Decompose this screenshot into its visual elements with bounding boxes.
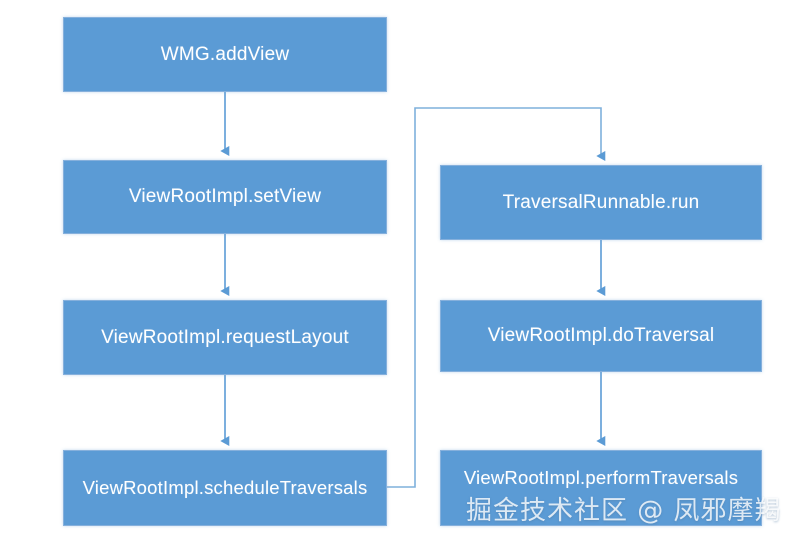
node-viewrootimpl-setview[interactable]: ViewRootImpl.setView: [63, 160, 387, 234]
node-viewrootimpl-scheduletraversals[interactable]: ViewRootImpl.scheduleTraversals: [63, 450, 387, 526]
node-wmg-addview[interactable]: WMG.addView: [63, 17, 387, 92]
node-label: ViewRootImpl.requestLayout: [101, 326, 349, 348]
node-label: ViewRootImpl.performTraversals: [463, 467, 739, 489]
node-label: TraversalRunnable.run: [502, 191, 700, 213]
cropped-top-text: [122, 0, 332, 6]
node-label: ViewRootImpl.doTraversal: [487, 325, 715, 347]
node-label: WMG.addView: [160, 43, 290, 65]
watermark-text: 掘金技术社区 @ 凤邪摩羯: [466, 496, 782, 526]
node-viewrootimpl-performtraversals[interactable]: ViewRootImpl.performTraversals: [440, 450, 762, 526]
node-traversalrunnable-run[interactable]: TraversalRunnable.run: [440, 165, 762, 240]
node-viewrootimpl-dotraversal[interactable]: ViewRootImpl.doTraversal: [440, 300, 762, 372]
node-label: ViewRootImpl.scheduleTraversals: [82, 477, 368, 499]
node-label: ViewRootImpl.setView: [128, 186, 322, 208]
node-viewrootimpl-requestlayout[interactable]: ViewRootImpl.requestLayout: [63, 300, 387, 375]
